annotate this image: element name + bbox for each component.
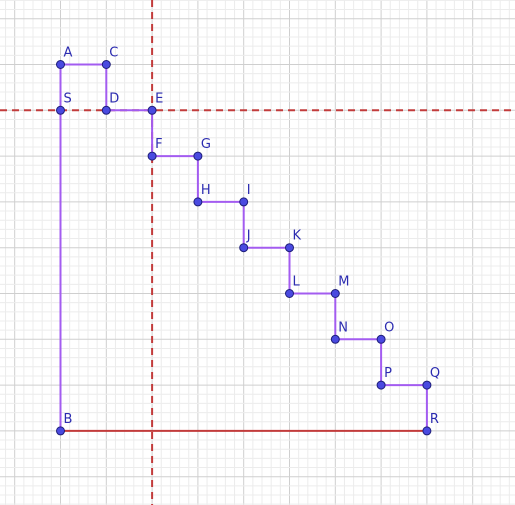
label-D: D <box>109 91 119 106</box>
point-C[interactable] <box>101 60 111 69</box>
point-A[interactable] <box>56 60 65 69</box>
label-F: F <box>155 137 162 152</box>
label-R: R <box>430 412 439 427</box>
point-B[interactable] <box>56 426 65 436</box>
point-D[interactable] <box>101 105 111 115</box>
point-K[interactable] <box>285 243 294 253</box>
label-K: K <box>293 229 302 244</box>
label-N: N <box>338 320 348 335</box>
point-S[interactable] <box>56 105 65 115</box>
point-O[interactable] <box>376 334 386 344</box>
point-N[interactable] <box>330 334 340 344</box>
label-G: G <box>201 137 211 152</box>
point-P[interactable] <box>376 380 386 390</box>
label-O: O <box>384 320 394 335</box>
label-J: J <box>246 229 251 244</box>
point-E[interactable] <box>147 105 157 115</box>
point-L[interactable] <box>285 289 294 298</box>
point-H[interactable] <box>193 197 203 207</box>
segments <box>59 63 428 432</box>
points <box>56 60 432 436</box>
point-J[interactable] <box>239 243 249 253</box>
label-S: S <box>64 91 72 106</box>
label-E: E <box>155 91 163 106</box>
label-Q: Q <box>430 366 440 381</box>
point-R[interactable] <box>422 426 432 436</box>
point-Q[interactable] <box>422 380 432 390</box>
point-I[interactable] <box>239 197 249 207</box>
label-I: I <box>247 183 251 198</box>
label-H: H <box>201 183 211 198</box>
point-G[interactable] <box>193 151 203 161</box>
label-M: M <box>338 275 349 290</box>
label-B: B <box>64 412 73 427</box>
point-F[interactable] <box>147 151 157 161</box>
label-A: A <box>64 46 73 61</box>
label-L: L <box>293 275 301 290</box>
label-P: P <box>384 366 392 381</box>
point-labels: A C S D E F G H I J K L M N O P Q R B <box>64 46 441 427</box>
point-M[interactable] <box>330 289 340 298</box>
label-C: C <box>109 46 118 61</box>
